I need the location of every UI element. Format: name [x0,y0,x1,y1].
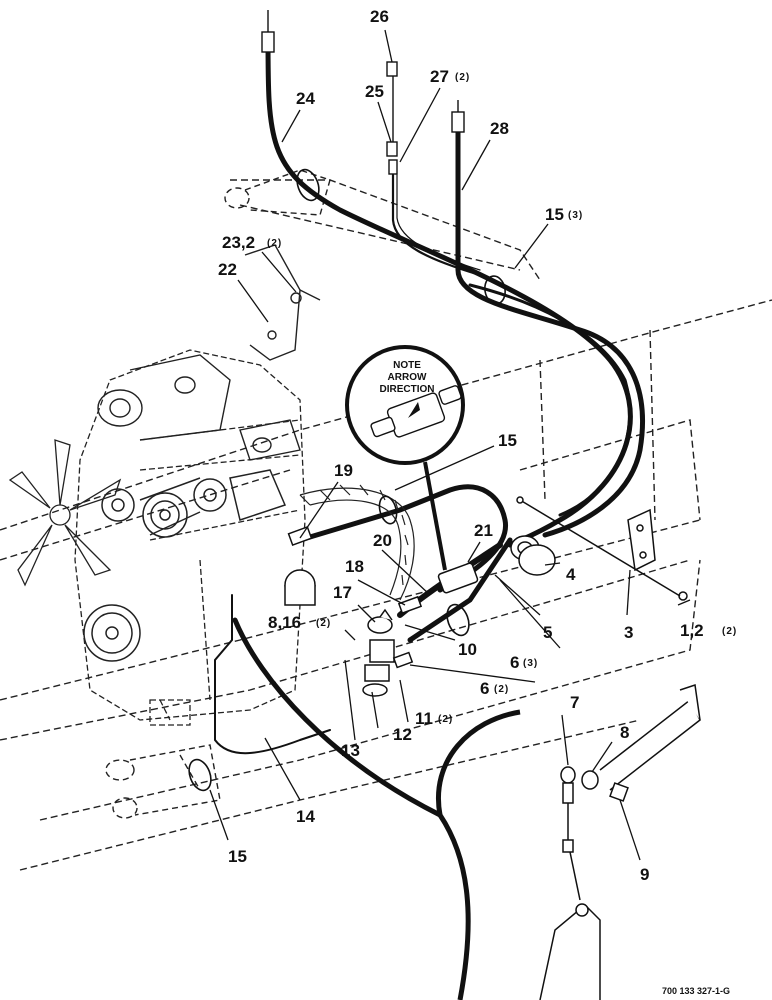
svg-text:(2): (2) [267,238,282,249]
inset-detail-parts [539,684,701,1000]
note-line-1: NOTE [393,360,421,371]
callout-25: 25 [365,82,384,101]
callout-12: 12 [393,725,412,744]
exhaust-pipe-upper [224,169,331,216]
callout-15-middle: 15 [498,431,517,450]
svg-text:(2): (2) [438,714,453,725]
braided-hose [299,484,415,601]
callout-24: 24 [296,89,315,108]
drawing-number: 700 133 327-1-G [662,986,730,996]
svg-text:17: 17 [333,583,352,602]
svg-text:5: 5 [543,623,552,642]
svg-text:26: 26 [370,7,389,26]
engine-mount-bracket [244,244,321,361]
callout-26: 26 [370,7,389,26]
svg-text:24: 24 [296,89,315,108]
svg-text:19: 19 [334,461,353,480]
svg-text:14: 14 [296,807,315,826]
callout-4: 4 [566,565,576,584]
callout-9: 9 [640,865,649,884]
callout-28: 28 [490,119,509,138]
compressor-top [97,354,301,461]
callout-19: 19 [334,461,353,480]
svg-text:27: 27 [430,67,449,86]
svg-text:10: 10 [458,640,477,659]
svg-text:6: 6 [480,679,489,698]
svg-text:7: 7 [570,693,579,712]
callout-7: 7 [570,693,579,712]
svg-text:(2): (2) [316,618,331,629]
svg-text:8,16: 8,16 [268,613,301,632]
callout-8-16: 8,16 (2) [268,613,331,632]
callout-15-top: 15 (3) [545,205,583,224]
svg-text:(2): (2) [455,72,470,83]
note-line-2: ARROW [388,372,427,383]
callout-6-lower: 6 (2) [480,679,509,698]
inline-filter-assembly [284,525,556,697]
hose-clamps [188,168,506,792]
callout-6-upper: 6 (3) [510,653,538,672]
svg-text:(3): (3) [523,658,538,669]
svg-text:(2): (2) [722,626,737,637]
callout-13: 13 [341,741,360,760]
svg-text:6: 6 [510,653,519,672]
svg-text:23,2: 23,2 [222,233,255,252]
pulley-assembly [83,469,287,662]
hose-end-fittings [261,10,465,175]
callout-3: 3 [624,623,633,642]
mounting-bracket [516,496,688,601]
leader-lines [209,29,691,861]
svg-text:9: 9 [640,865,649,884]
chassis-frame [0,179,772,871]
inset-detail-circle [436,709,521,1000]
svg-text:25: 25 [365,82,384,101]
svg-text:13: 13 [341,741,360,760]
svg-text:15: 15 [228,847,247,866]
callout-27: 27 (2) [430,67,470,86]
svg-text:22: 22 [218,260,237,279]
callout-17: 17 [333,583,352,602]
svg-text:(3): (3) [568,210,583,221]
callout-labels: 26 25 27 (2) 24 28 15 (3) 23,2 (2) 22 15 19… [218,7,737,884]
callout-11: 11 (2) [415,709,453,728]
svg-text:28: 28 [490,119,509,138]
svg-text:15: 15 [498,431,517,450]
callout-23-2: 23,2 (2) [222,233,282,252]
svg-text:15: 15 [545,205,564,224]
svg-text:18: 18 [345,557,364,576]
note-line-3: DIRECTION [380,384,435,395]
exhaust-pipe-lower [105,744,221,819]
note-callout-circle: NOTE ARROW DIRECTION [345,345,465,465]
callout-5: 5 [543,623,552,642]
flow-direction-arrow-icon [408,402,420,418]
callout-21: 21 [474,521,493,540]
cooling-fan [8,439,122,587]
svg-text:(2): (2) [494,684,509,695]
callout-10: 10 [458,640,477,659]
callout-8-inset: 8 [620,723,629,742]
svg-text:4: 4 [566,565,576,584]
svg-text:11: 11 [415,709,433,728]
svg-text:1,2: 1,2 [680,621,704,640]
svg-text:8: 8 [620,723,629,742]
note-pointer [423,461,447,571]
hydraulic-hoses [214,32,645,818]
svg-text:12: 12 [393,725,412,744]
callout-20: 20 [373,531,392,550]
svg-text:20: 20 [373,531,392,550]
callout-1-2: 1,2 (2) [680,621,737,640]
callout-22: 22 [218,260,237,279]
callout-15-bottom: 15 [228,847,247,866]
svg-text:21: 21 [474,521,493,540]
svg-text:3: 3 [624,623,633,642]
callout-18: 18 [345,557,364,576]
callout-14: 14 [296,807,315,826]
